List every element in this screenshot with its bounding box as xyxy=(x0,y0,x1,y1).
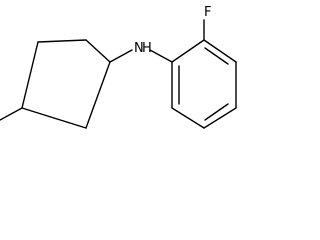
chemical-structure-diagram: N H F xyxy=(0,5,237,129)
bond-ring-to-nitrogen xyxy=(109,49,133,63)
bond-methyl xyxy=(0,107,23,121)
bond-ar4-ar5 xyxy=(203,107,237,129)
benzene-ring xyxy=(171,39,237,129)
bond-ar1-ar2 xyxy=(171,39,205,63)
aromatic-inner-bond-2 xyxy=(204,103,229,121)
cyclohexane-ring xyxy=(21,39,111,129)
bond-ar2-ar3 xyxy=(203,39,237,63)
aromatic-inner-bond-1 xyxy=(204,47,229,65)
bond-c1-c2 xyxy=(85,39,111,63)
hydrogen-atom-label: H xyxy=(142,41,152,56)
bond-c4-c5 xyxy=(21,107,87,129)
bond-ar5-ar6 xyxy=(171,107,205,129)
bond-nitrogen-to-aryl xyxy=(149,49,173,63)
fluorine-atom-label: F xyxy=(204,5,211,20)
nitrogen-atom-label: N xyxy=(134,41,144,56)
bond-c2-c3 xyxy=(37,39,87,43)
bond-c5-c6 xyxy=(85,61,111,129)
bond-c3-c4 xyxy=(21,41,39,109)
